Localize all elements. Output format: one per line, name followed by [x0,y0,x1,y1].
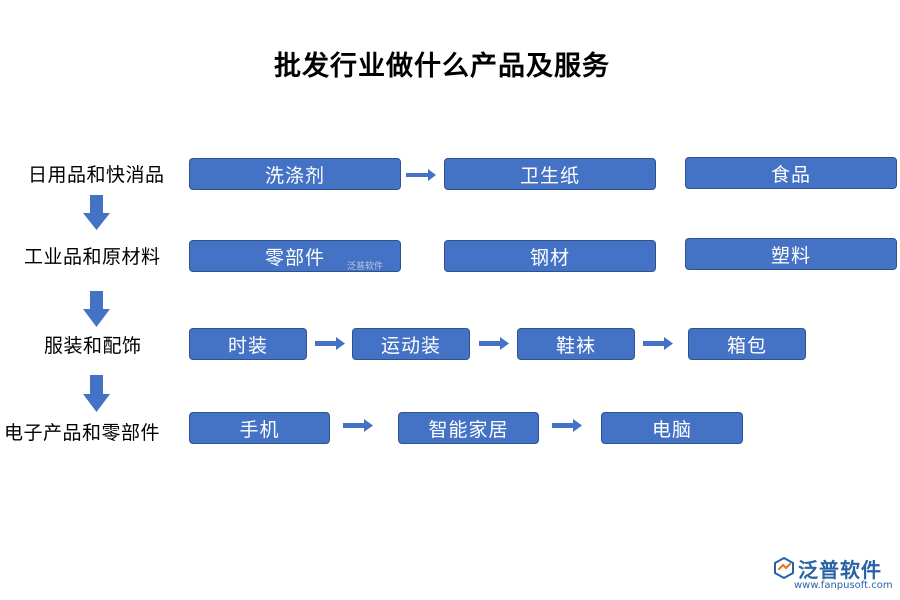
category-label-industrial: 工业品和原材料 [24,246,161,268]
right-arrow-icon [343,419,373,432]
product-box-sportswear: 运动装 [352,328,470,360]
watermark-text: 泛普软件 [347,262,384,272]
fanpu-logo-icon [774,556,794,580]
category-label-daily-goods: 日用品和快消品 [28,164,165,186]
product-box-shoes-socks: 鞋袜 [517,328,635,360]
down-arrow-icon [83,375,110,412]
brand-logo: 泛普软件 www.fanpusoft.com [772,552,900,596]
product-box-toilet-paper: 卫生纸 [444,158,656,190]
product-box-detergent: 洗涤剂 [189,158,401,190]
category-label-apparel: 服装和配饰 [44,335,142,357]
product-box-steel: 钢材 [444,240,656,272]
product-box-bags: 箱包 [688,328,806,360]
product-box-phone: 手机 [189,412,330,444]
product-box-parts: 零部件 [189,240,401,272]
right-arrow-icon [643,337,673,350]
logo-url: www.fanpusoft.com [794,580,893,591]
category-label-electronics: 电子产品和零部件 [4,422,161,444]
down-arrow-icon [83,195,110,230]
right-arrow-icon [479,337,509,350]
right-arrow-icon [552,419,582,432]
product-box-plastic: 塑料 [685,238,897,270]
right-arrow-icon [406,169,436,181]
product-box-computer: 电脑 [601,412,743,444]
product-box-food: 食品 [685,157,897,189]
product-box-fashion: 时装 [189,328,307,360]
right-arrow-icon [315,337,345,350]
down-arrow-icon [83,291,110,327]
logo-name: 泛普软件 [798,558,882,582]
product-box-smart-home: 智能家居 [398,412,539,444]
page-title: 批发行业做什么产品及服务 [274,51,610,82]
